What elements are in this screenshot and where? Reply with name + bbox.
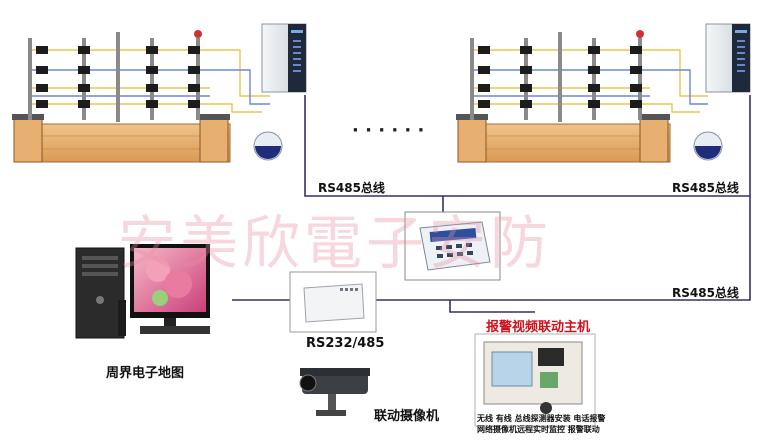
linkage-camera: [300, 368, 370, 416]
rs485-label-lower: RS485总线: [672, 284, 739, 301]
linkage-camera-label: 联动摄像机: [374, 405, 439, 424]
bus-line-host: [450, 300, 535, 312]
host-note-line1: 无线 有线 总线探测器安装 电话报警: [477, 413, 605, 424]
rs232-485-label: RS232/485: [306, 336, 384, 351]
right-fence-controller: [706, 24, 750, 92]
rs485-label-right: RS485总线: [672, 179, 739, 196]
perimeter-map-label: 周界电子地图: [106, 362, 184, 381]
left-fence: [12, 30, 270, 162]
ellipsis-separator: · · · · · ·: [352, 120, 424, 141]
host-note-line2: 网络摄像机远程实时监控 报警联动: [477, 424, 600, 435]
left-fence-controller: [262, 24, 306, 92]
watermark-text: 安美欣電子安防: [118, 196, 552, 280]
rs232-485-converter: [290, 272, 376, 332]
left-siren: [254, 132, 282, 160]
left-fence-wall: [14, 124, 230, 162]
right-fence: [456, 30, 708, 162]
rs485-label-left: RS485总线: [318, 179, 385, 196]
host-title: 报警视频联动主机: [486, 316, 590, 335]
right-siren: [694, 132, 722, 160]
